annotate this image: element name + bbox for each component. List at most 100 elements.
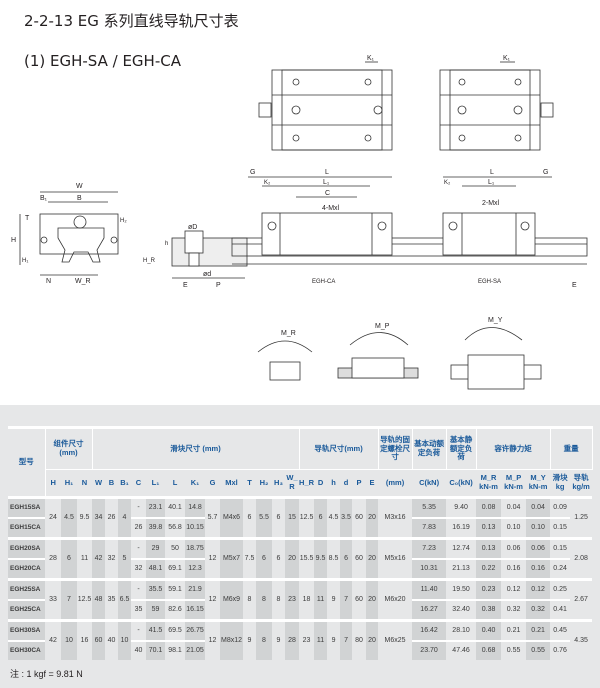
cell-d: 7 [340,578,353,621]
cell-bolt: M6x20 [378,578,413,621]
label-k2: K₂ [264,180,271,186]
column-header: 滑块 kg [550,469,571,498]
cell-my: 0.12 [526,578,551,600]
cell-l: 59.1 [165,578,185,600]
cell-g: 12 [205,578,220,621]
cell-h: 8.5 [327,537,341,580]
cell-t: 8 [243,578,256,621]
cell-c0: 12.74 [446,537,477,559]
cell-mp: 0.16 [501,558,527,580]
cell-h: 24 [45,496,61,539]
cell-c: - [131,578,146,600]
cell-t: 7.5 [243,537,256,580]
cell-l1: 59 [146,599,165,621]
cell-b: 32 [105,537,118,580]
cell-ck: 10.31 [412,558,447,580]
cell-ck: 11.40 [412,578,447,600]
cell-k1: 21.05 [185,640,205,660]
column-header: M_P kN-m [501,469,527,498]
cell-k1: 21.9 [185,578,205,600]
cell-mxl: M6x9 [220,578,243,621]
cell-h3: 9 [272,619,285,660]
cell-c: 35 [131,599,146,621]
cell-my: 0.21 [526,619,551,641]
label-d-big: øD [188,224,197,231]
cell-g: 12 [205,619,220,660]
cell-rail_kg: 4.35 [570,619,593,660]
model-cell: EGH20CA [8,558,45,580]
label-my: M_Y [488,317,503,324]
cell-h: 9 [327,619,341,660]
cell-w: 42 [92,537,105,580]
label-h2: H₂ [120,218,127,224]
cell-ck: 7.23 [412,537,447,559]
label-e-side: E [572,282,577,289]
column-header: L₁ [146,469,165,498]
header-static-load: 基本静额定负荷 [446,426,477,470]
cell-ck: 7.83 [412,517,447,539]
cell-ck: 16.27 [412,599,447,621]
column-header: G [205,469,220,498]
cell-wr: 28 [285,619,300,660]
cell-k1: 26.75 [185,619,205,641]
header-weight: 重量 [550,426,593,470]
cell-kg: 0.09 [550,496,571,518]
cell-b: 26 [105,496,118,539]
column-header: K₁ [185,469,205,498]
cell-ck: 16.42 [412,619,447,641]
cell-b: 40 [105,619,118,660]
header-dynamic-load: 基本动额定负荷 [412,426,447,470]
cell-hr: 23 [299,619,315,660]
cell-my: 0.55 [526,640,551,660]
cell-c0: 9.40 [446,496,477,518]
cell-c0: 16.19 [446,517,477,539]
column-header: H₃ [272,469,285,498]
cell-my: 0.04 [526,496,551,518]
cell-rail_kg: 2.08 [570,537,593,580]
column-header: M_Y kN-m [526,469,551,498]
label-k2-sa: K₂ [444,180,451,186]
cell-c: - [131,496,146,518]
cell-mp: 0.04 [501,496,527,518]
label-k1: K₁ [367,55,375,62]
cell-c: 32 [131,558,146,580]
cell-ck: 5.35 [412,496,447,518]
model-cell: EGH15SA [8,496,45,518]
cell-h2: 5.5 [256,496,272,539]
cell-mr: 0.08 [476,496,502,518]
cell-l: 50 [165,537,185,559]
cell-d: 11 [314,578,328,621]
model-cell: EGH25SA [8,578,45,600]
cell-h3: 6 [272,496,285,539]
label-mp: M_P [375,323,390,330]
column-header: (mm) [378,469,413,498]
column-header: H_R [299,469,314,498]
column-header: H₁ [61,469,77,498]
cell-l1: 41.5 [146,619,165,641]
cell-mr: 0.13 [476,517,502,539]
cell-mr: 0.22 [476,558,502,580]
cell-t: 9 [243,619,256,660]
column-header: L [165,469,185,498]
column-header: H [45,469,61,498]
model-cell: EGH30SA [8,619,45,641]
cell-l1: 29 [146,537,165,559]
cell-kg: 0.41 [550,599,571,621]
column-header: d [340,469,353,498]
cell-h1: 10 [61,619,77,660]
cell-h3: 8 [272,578,285,621]
cell-h2: 8 [256,578,272,621]
label-h1: H₁ [22,258,28,264]
cell-c: 40 [131,640,146,660]
label-l1-sa: L₁ [488,179,495,186]
top-view-sa: K₁ [439,55,554,151]
cell-my: 0.32 [526,599,551,621]
column-header: T [243,469,256,498]
label-g-sa: G [543,169,548,176]
label-p: P [216,282,221,289]
cell-k1: 18.75 [185,537,205,559]
